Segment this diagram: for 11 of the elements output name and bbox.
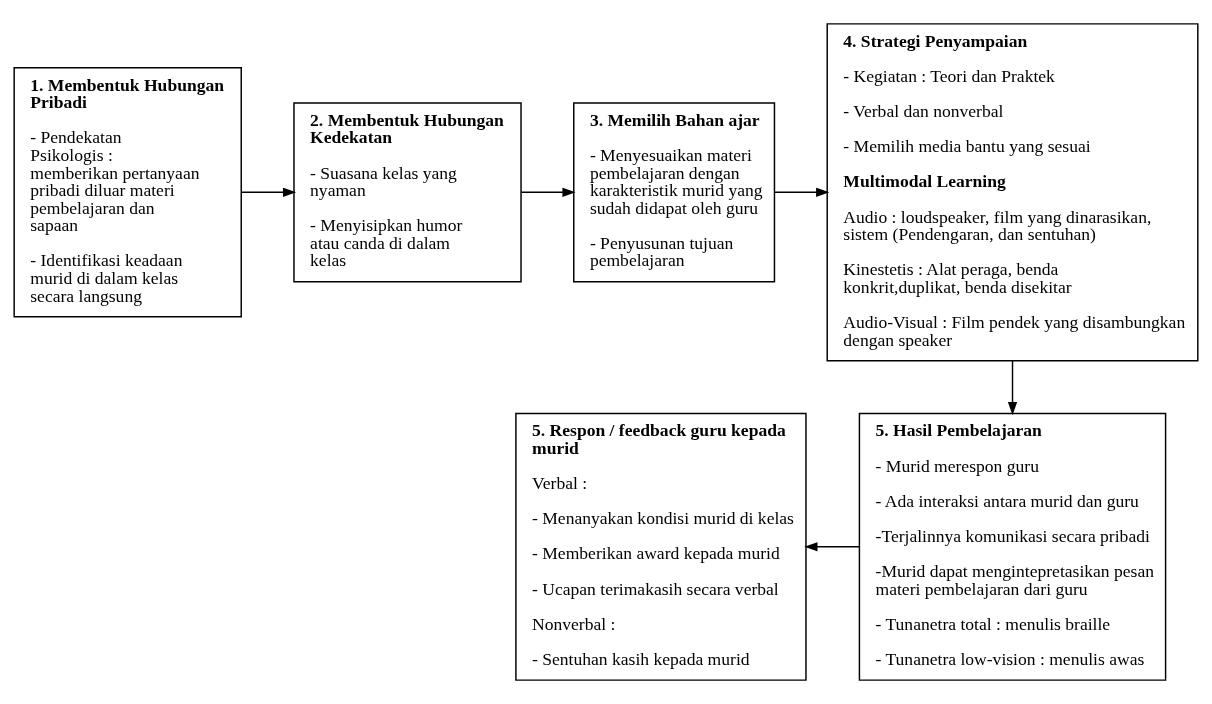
node-box: 3. Memilih Bahan ajar - Menyesuaikan materi pembelajaran dengan karakteristik murid yang sudah didapat oleh guru - Penyusunan tujuan pembelajaran: [573, 102, 776, 283]
arrow: [520, 187, 576, 197]
node-box: 5. Respon / feedback guru kepada murid Verbal : - Menanyakan kondisi murid di kelas - Memberikan award kepada murid - Ucapan terimakasih secara verbal Nonverbal : - Sentuhan kasih kepada murid: [515, 412, 807, 681]
arrow: [804, 542, 860, 552]
arrow: [240, 187, 297, 197]
node-box: 1. Membentuk Hubungan Pribadi - Pendekatan Psikologis : memberikan pertanyaan pribadi diluar materi pembelajaran dan sapaan - Identifikasi keadaan murid di dalam kelas secara langsung: [13, 67, 242, 318]
node-box: 4. Strategi Penyampaian - Kegiatan : Teori dan Praktek - Verbal dan nonverbal - Memilih media bantu yang sesuai Multimodal Learning Audio : loudspeaker, film yang dinarasikan, sistem (Pendengaran, dan sentuhan) Kinestetis : Alat peraga, benda konkrit,duplikat, benda disekitar Audio-Visual : Film pendek yang disambungkan dengan speaker: [826, 23, 1199, 362]
arrow: [773, 187, 830, 197]
node-box: 2. Membentuk Hubungan Kedekatan - Suasana kelas yang nyaman - Menyisipkan humor atau canda di dalam kelas: [293, 102, 522, 283]
arrow: [1007, 360, 1018, 416]
node-box: 5. Hasil Pembelajaran - Murid merespon guru - Ada interaksi antara murid dan guru -Terjalinnya komunikasi secara pribadi -Murid dapat mengintepretasikan pesan materi pembelajaran dari guru - Tunanetra total : menulis braille - Tunanetra low-vision : menulis awas: [858, 412, 1167, 681]
